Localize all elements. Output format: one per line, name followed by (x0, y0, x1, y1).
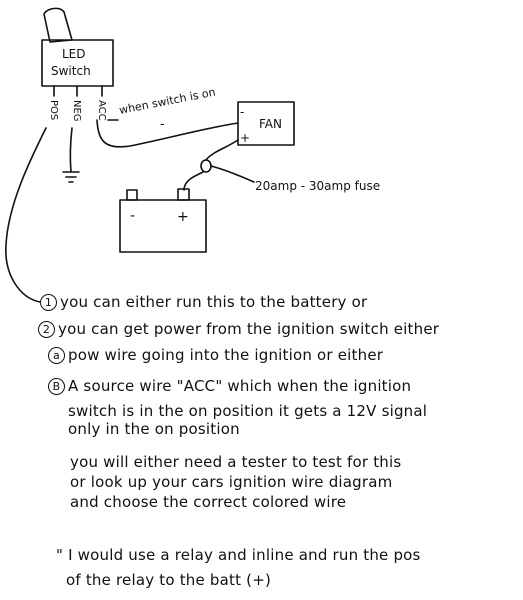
tester-note-line2: or look up your cars ignition wire diagr… (70, 473, 393, 491)
relay-note-line1: " I would use a relay and inline and run… (56, 546, 421, 564)
battery-positive-post (177, 188, 190, 201)
acc-wire-minus: - (160, 117, 165, 132)
tester-note-line3: and choose the correct colored wire (70, 493, 347, 511)
fan-plus-terminal: + (240, 131, 250, 145)
fan-label: FAN (259, 117, 282, 131)
note-2b-line2: switch is in the on position it gets a 1… (68, 402, 428, 420)
fan-minus-terminal: - (240, 105, 244, 119)
switch-toggle-lever (43, 7, 73, 43)
tester-note-line1: you will either need a tester to test fo… (70, 453, 402, 471)
when-switch-on-note: when switch is on (118, 86, 217, 117)
battery-body (119, 199, 207, 253)
note-2-marker: 2 (38, 321, 55, 338)
battery-negative-post (126, 189, 138, 201)
note-2b-marker: B (48, 378, 65, 395)
switch-label-line2: Switch (51, 64, 91, 78)
pin-label-pos: POS (48, 100, 59, 120)
note-2b-line3: only in the on position (68, 420, 240, 438)
fuse-callout-line (210, 165, 255, 183)
note-2a-marker: a (48, 347, 65, 364)
note-1-marker: 1 (40, 294, 57, 311)
inline-fuse-icon (200, 159, 212, 173)
battery-minus-label: - (130, 208, 135, 224)
fan-box (237, 101, 295, 146)
neg-wire (69, 127, 73, 173)
note-2-text: you can get power from the ignition swit… (58, 320, 440, 338)
acc-wire (96, 119, 239, 148)
switch-label-line1: LED (62, 47, 86, 61)
relay-note-line2: of the relay to the batt (+) (66, 571, 272, 589)
ground-icon (62, 171, 80, 183)
pin-label-acc: ACC (96, 100, 107, 121)
note-2b-text: A source wire "ACC" which when the ignit… (68, 377, 412, 395)
fuse-label: 20amp - 30amp fuse (255, 179, 380, 193)
note-2a-text: pow wire going into the ignition or eith… (68, 346, 384, 364)
fuse-to-battery-wire (183, 171, 204, 191)
note-1-text: you can either run this to the battery o… (60, 293, 368, 311)
pin-label-neg: NEG (71, 100, 82, 122)
pos-wire (5, 127, 47, 303)
battery-plus-label: + (177, 209, 189, 225)
fan-positive-wire (205, 139, 239, 161)
